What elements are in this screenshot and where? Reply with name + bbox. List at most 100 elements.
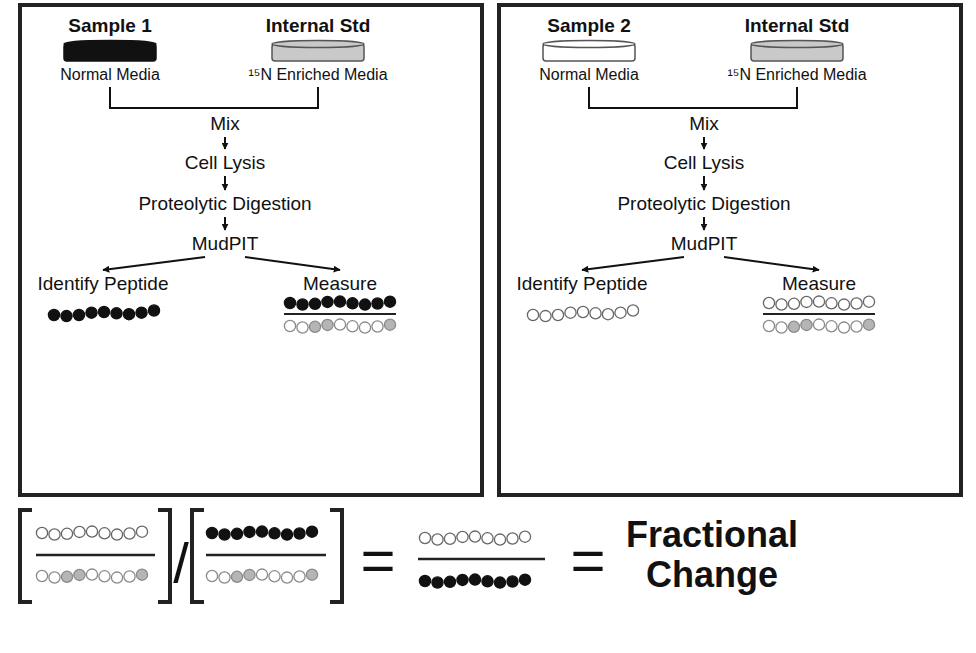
peptide-bead	[74, 526, 85, 537]
step-text: Mix	[689, 112, 719, 135]
peptide-bead	[763, 297, 774, 308]
peptide-bead	[851, 321, 862, 332]
peptide-bead	[851, 298, 862, 309]
media-name: Normal Media	[60, 65, 160, 85]
peptide-bead	[527, 309, 538, 320]
media-label: Internal Std¹⁵N Enriched Media	[724, 13, 869, 86]
media-label: Internal Std ¹⁵N Enriched Media	[245, 13, 390, 86]
flow-arrow	[582, 257, 684, 270]
peptide-bead	[244, 526, 255, 537]
peptide-bead	[111, 572, 122, 583]
peptide-bead	[36, 527, 47, 538]
ratio-line	[763, 313, 875, 315]
peptide-bead	[444, 533, 455, 544]
peptide-bead	[334, 319, 345, 330]
peptide-bead	[469, 531, 480, 542]
process-panel: Sample 1 Normal Media Internal Std ¹⁵N Enri…	[18, 3, 484, 497]
step-label: MudPIT	[668, 231, 741, 256]
peptide-bead	[776, 299, 787, 310]
peptide-bead	[48, 309, 59, 320]
peptide-bead	[457, 574, 468, 585]
peptide-bead	[309, 298, 320, 309]
step-text: Cell Lysis	[185, 151, 266, 174]
peptide-bead	[540, 311, 551, 322]
peptide-bead	[98, 306, 109, 317]
flow-arrow	[224, 176, 226, 190]
peptide-bead	[776, 322, 787, 333]
peptide-bead	[86, 569, 97, 580]
peptide-bead	[294, 528, 305, 539]
flow-arrow	[245, 257, 340, 270]
peptide-bead	[73, 309, 84, 320]
sample-name: Sample 1	[60, 14, 160, 37]
peptide-bead	[136, 569, 147, 580]
culture-dish	[62, 39, 158, 63]
peptide-bead	[494, 534, 505, 545]
peptide-bead	[801, 296, 812, 307]
step-label: Measure	[300, 271, 380, 296]
bracket	[158, 510, 170, 602]
ratio-line	[418, 558, 545, 561]
peptide-bead	[322, 319, 333, 330]
step-label: Mix	[686, 111, 722, 136]
peptide-bead	[384, 296, 395, 307]
peptide-bead	[482, 576, 493, 587]
peptide-bead	[306, 569, 317, 580]
media-label: Sample 2Normal Media	[536, 13, 642, 86]
step-text: Identify Peptide	[517, 272, 648, 295]
flow-arrow	[103, 257, 205, 270]
peptide-bead	[74, 569, 85, 580]
flow-arrow	[224, 217, 226, 230]
peptide-bead	[86, 526, 97, 537]
peptide-bead	[432, 577, 443, 588]
peptide-bead	[838, 299, 849, 310]
sample-name: Sample 2	[539, 14, 639, 37]
peptide-bead	[577, 306, 588, 317]
peptide-bead	[552, 309, 563, 320]
step-text: Identify Peptide	[38, 272, 169, 295]
peptide-bead	[419, 575, 430, 586]
peptide-bead	[826, 298, 837, 309]
peptide-bead	[136, 526, 147, 537]
peptide-bead	[294, 571, 305, 582]
operator-symbol: /	[161, 532, 201, 594]
peptide-bead	[826, 321, 837, 332]
peptide-bead	[372, 321, 383, 332]
peptide-bead	[457, 531, 468, 542]
peptide-bead	[801, 319, 812, 330]
step-text: Proteolytic Digestion	[138, 192, 311, 215]
peptide-bead	[347, 321, 358, 332]
step-text: Proteolytic Digestion	[617, 192, 790, 215]
peptide-bead	[788, 321, 799, 332]
peptide-bead	[136, 307, 147, 318]
media-name: ¹⁵N Enriched Media	[248, 65, 387, 85]
peptide-bead	[813, 319, 824, 330]
step-label: Proteolytic Digestion	[135, 191, 314, 216]
step-label: Measure	[779, 271, 859, 296]
peptide-bead	[219, 572, 230, 583]
peptide-bead	[111, 308, 122, 319]
dish-rim	[272, 41, 364, 48]
peptide-bead	[99, 571, 110, 582]
peptide-bead	[419, 532, 430, 543]
peptide-bead	[482, 533, 493, 544]
ratio-line	[36, 554, 155, 557]
peptide-bead	[269, 528, 280, 539]
culture-dish	[541, 39, 637, 63]
ratio-line	[284, 313, 396, 315]
sample-name: Internal Std	[248, 14, 387, 37]
step-label: Cell Lysis	[661, 150, 748, 175]
peptide-bead	[444, 576, 455, 587]
peptide-bead	[49, 529, 60, 540]
peptide-bead	[863, 296, 874, 307]
step-text: Measure	[303, 272, 377, 295]
step-text: Measure	[782, 272, 856, 295]
peptide-bead	[602, 309, 613, 320]
peptide-bead	[99, 528, 110, 539]
peptide-bead	[206, 527, 217, 538]
step-label: Identify Peptide	[35, 271, 172, 296]
flow-arrow	[225, 87, 318, 108]
peptide-bead	[359, 299, 370, 310]
bracket	[330, 510, 342, 602]
peptide-bead	[61, 311, 72, 322]
